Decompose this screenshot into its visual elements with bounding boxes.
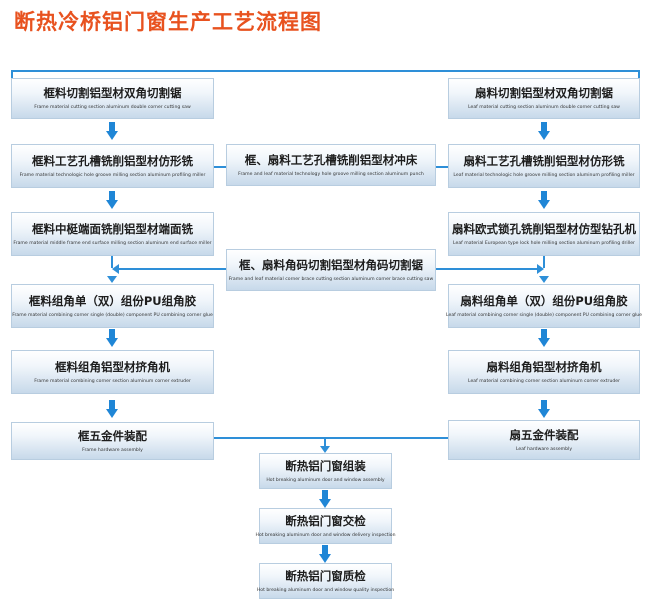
down-arrow-icon	[538, 191, 550, 209]
top-connector-right-drop	[638, 70, 640, 78]
assembly-feed-line	[324, 437, 326, 447]
right-step3-connector	[543, 256, 545, 268]
hardware-merge-line	[214, 437, 448, 439]
step-title: 框五金件装配	[78, 428, 147, 443]
step-subtitle: Leaf material cutting section aluminum d…	[468, 105, 620, 110]
frame-cutting-step: 框料切割铝型材双角切割锯 Frame material cutting sect…	[11, 78, 214, 119]
step-title: 扇五金件装配	[509, 427, 579, 442]
step-title: 框料组角铝型材挤角机	[55, 359, 170, 374]
down-arrow-icon	[320, 446, 330, 453]
down-arrow-icon	[538, 122, 550, 140]
frame-corner-glue-step: 框料组角单（双）组份PU组角胶 Frame material combining…	[11, 284, 214, 328]
down-arrow-icon	[106, 329, 118, 347]
step-subtitle: Frame material cutting section aluminum …	[34, 105, 191, 110]
down-arrow-icon	[538, 329, 550, 347]
brace-left-connector	[118, 268, 226, 270]
down-arrow-icon	[539, 276, 549, 283]
step-subtitle: Leaf material combining corner section a…	[468, 378, 620, 384]
down-arrow-icon	[319, 545, 331, 563]
frame-end-milling-step: 框料中梃端面铣削铝型材端面铣 Frame material middle fra…	[11, 212, 214, 256]
step-subtitle: Frame hardware assembly	[82, 447, 143, 453]
leaf-hardware-step: 扇五金件装配 Leaf hardware assembly	[448, 420, 640, 460]
punch-step: 框、扇料工艺孔槽铣削铝型材冲床 Frame and leaf material …	[226, 144, 436, 186]
step-subtitle: Frame and leaf material technology hole …	[238, 171, 424, 177]
step-subtitle: Leaf hardware assembly	[515, 446, 573, 452]
assembly-step: 断热铝门窗组装 Hot breaking aluminum door and w…	[259, 453, 392, 489]
top-connector-line	[11, 70, 640, 72]
step-subtitle: Leaf material European type lock hole mi…	[453, 240, 635, 246]
step-title: 框料切割铝型材双角切割锯	[43, 86, 182, 100]
step-title: 框料工艺孔槽铣削铝型材仿形铣	[32, 153, 193, 168]
delivery-inspection-step: 断热铝门窗交检 Hot breaking aluminum door and w…	[255, 508, 396, 544]
step-subtitle: Frame material middle frame end surface …	[13, 240, 212, 246]
leaf-lock-hole-step: 扇料欧式锁孔铣削铝型材仿型钻孔机 Leaf material European …	[448, 212, 640, 256]
step-subtitle: Frame and leaf material corner brace cut…	[228, 276, 434, 282]
brace-right-connector	[436, 268, 538, 270]
punch-right-connector	[436, 166, 448, 168]
punch-left-connector	[214, 166, 226, 168]
step-title: 框、扇料角码切割铝型材角码切割锯	[239, 257, 423, 272]
page-title: 断热冷桥铝门窗生产工艺流程图	[14, 10, 322, 34]
leaf-corner-glue-step: 扇料组角单（双）组份PU组角胶 Leaf material combining …	[446, 284, 642, 328]
down-arrow-icon	[106, 122, 118, 140]
corner-brace-cutting-step: 框、扇料角码切割铝型材角码切割锯 Frame and leaf material…	[226, 249, 436, 291]
step-title: 框料中梃端面铣削铝型材端面铣	[32, 221, 193, 236]
step-title: 扇料切割铝型材双角切割锯	[475, 86, 613, 100]
down-arrow-icon	[106, 191, 118, 209]
step-title: 断热铝门窗组装	[285, 458, 366, 473]
top-connector-left-drop	[11, 70, 13, 78]
step-subtitle: Hot breaking aluminum door and window as…	[266, 477, 385, 483]
step-subtitle: Frame material combining corner single (…	[12, 312, 213, 318]
step-subtitle: Frame material combining corner section …	[34, 378, 191, 384]
step-title: 扇料工艺孔槽铣削铝型材仿形铣	[463, 153, 625, 168]
step-title: 断热铝门窗交检	[285, 513, 366, 528]
step-title: 框料组角单（双）组份PU组角胶	[28, 293, 197, 308]
down-arrow-icon	[107, 276, 117, 283]
step-subtitle: Hot breaking aluminum door and window qu…	[256, 587, 395, 593]
down-arrow-icon	[319, 490, 331, 508]
frame-hardware-step: 框五金件装配 Frame hardware assembly	[11, 422, 214, 460]
step-subtitle: Leaf material combining corner single (d…	[446, 312, 642, 318]
step-title: 扇料组角单（双）组份PU组角胶	[460, 293, 628, 308]
frame-corner-extruder-step: 框料组角铝型材挤角机 Frame material combining corn…	[11, 350, 214, 394]
leaf-corner-extruder-step: 扇料组角铝型材挤角机 Leaf material combining corne…	[448, 350, 640, 394]
step-subtitle: Leaf material technologic hole groove mi…	[453, 172, 635, 178]
left-step3-connector	[111, 256, 113, 268]
frame-profile-milling-step: 框料工艺孔槽铣削铝型材仿形铣 Frame material technologi…	[11, 144, 214, 188]
step-title: 框、扇料工艺孔槽铣削铝型材冲床	[244, 152, 418, 167]
step-subtitle: Frame material technologic hole groove m…	[19, 172, 206, 178]
step-title: 断热铝门窗质检	[285, 568, 366, 583]
down-arrow-icon	[538, 400, 550, 418]
down-arrow-icon	[106, 400, 118, 418]
step-title: 扇料欧式锁孔铣削铝型材仿型钻孔机	[452, 221, 636, 236]
quality-inspection-step: 断热铝门窗质检 Hot breaking aluminum door and w…	[256, 563, 395, 599]
leaf-cutting-step: 扇料切割铝型材双角切割锯 Leaf material cutting secti…	[448, 78, 640, 119]
step-subtitle: Hot breaking aluminum door and window de…	[255, 532, 396, 538]
leaf-profile-milling-step: 扇料工艺孔槽铣削铝型材仿形铣 Leaf material technologic…	[448, 144, 640, 188]
left-arrow-icon	[112, 264, 119, 274]
step-title: 扇料组角铝型材挤角机	[486, 359, 602, 374]
right-arrow-icon	[537, 264, 544, 274]
